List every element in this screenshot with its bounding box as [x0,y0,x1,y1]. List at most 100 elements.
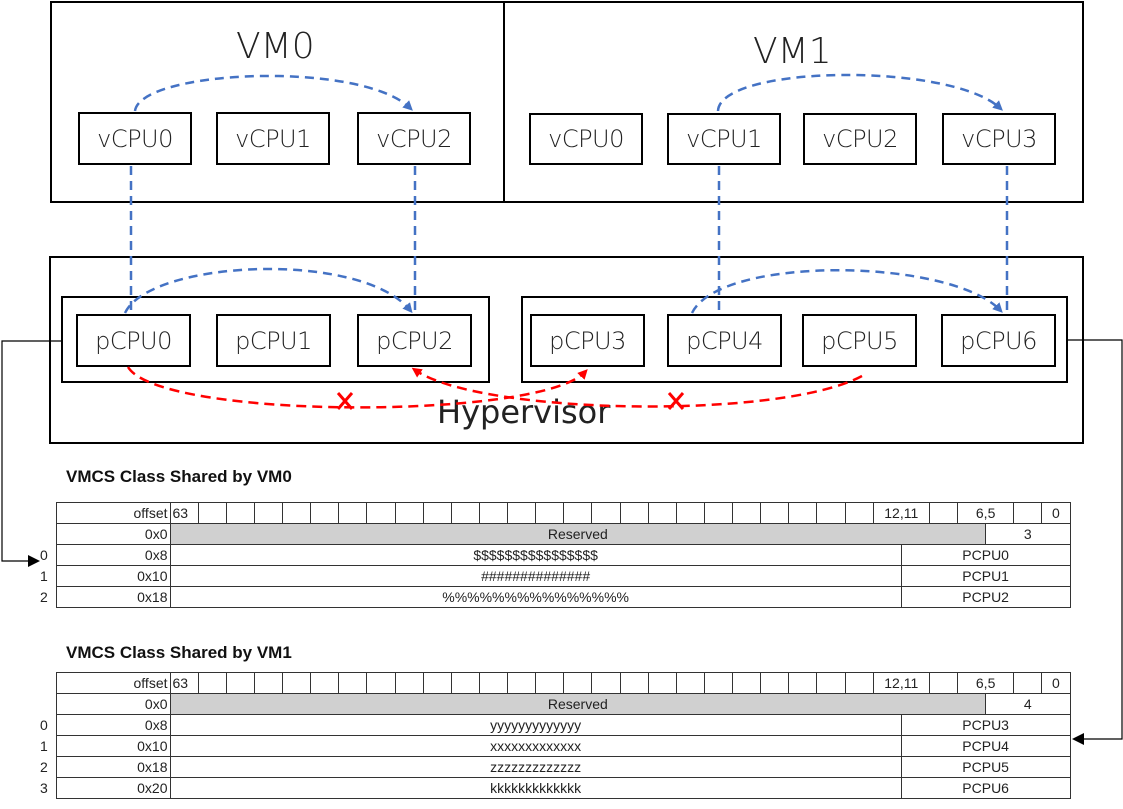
bit-cell [450,672,480,694]
bit-cell [703,672,734,694]
row-offset: 0x20 [55,777,171,799]
bit-cell [338,502,368,524]
row-index: 2 [40,756,57,778]
pcpu6: pCPU6 [941,314,1056,367]
row-pcpu: PCPU5 [900,756,1071,778]
pcpu4: pCPU4 [667,314,782,367]
offset-header: offset [55,672,171,694]
bit-cell [366,672,396,694]
bit-cell [366,502,396,524]
bit-cell [394,502,424,524]
row-index: 1 [40,565,57,587]
bit-12-11-header: 12,11 [872,502,930,524]
bit-cell [731,672,762,694]
bit-cell [338,672,368,694]
reserved-field: Reserved [169,693,987,715]
vm0-vcpu1: vCPU1 [216,112,330,165]
row-pcpu: PCPU4 [900,735,1071,757]
bit-6-5-header: 6,5 [956,672,1015,694]
bit-cell [591,502,621,524]
bit-cell [281,672,312,694]
bit-cell [788,502,818,524]
bit-0-header: 0 [1041,672,1071,694]
row-data: yyyyyyyyyyyyy [169,714,902,736]
bit-cell [1013,502,1043,524]
bit-cell [844,502,874,524]
offset-header: offset [55,502,171,524]
bit-63-header: 63 [169,672,199,694]
bit-cell [450,502,480,524]
row-data: $$$$$$$$$$$$$$$$ [169,544,902,566]
pcpu0: pCPU0 [76,314,191,367]
bit-cell [478,672,509,694]
bit-cell [197,672,227,694]
bit-cell [422,672,452,694]
bit-63-header: 63 [169,502,199,524]
bit-cell [760,672,790,694]
bit-12-11-header: 12,11 [872,672,930,694]
bit-cell [619,672,649,694]
bit-cell [675,502,705,524]
bit-cell [844,672,874,694]
row-offset: 0x10 [55,565,171,587]
vm0-vcpu0: vCPU0 [78,112,192,165]
row-offset: 0x8 [55,714,171,736]
bit-cell [703,502,734,524]
row-pcpu: PCPU0 [900,544,1071,566]
row-offset: 0x18 [55,586,171,608]
bit-cell [506,502,537,524]
row-index: 3 [40,777,57,799]
bit-cell [760,502,790,524]
table1-title: VMCS Class Shared by VM1 [66,643,292,662]
pcpu1: pCPU1 [216,314,331,367]
row-index: 2 [40,586,57,608]
bit-cell [197,502,227,524]
vm1-title: VM1 [753,31,832,72]
bit-cell [394,672,424,694]
bit-cell [928,502,959,524]
row-offset: 0x0 [55,523,171,545]
row-data: %%%%%%%%%%%%%%% [169,586,902,608]
vm1-box [503,1,1084,203]
vm1-vcpu3: vCPU3 [942,113,1056,165]
bit-cell [619,502,649,524]
bit-cell [647,502,677,524]
row-offset: 0x10 [55,735,171,757]
row-index: 0 [40,544,57,566]
bit-cell [675,672,705,694]
pcpu5: pCPU5 [802,314,917,367]
row-data: xxxxxxxxxxxxx [169,735,902,757]
reserved-value: 4 [985,693,1071,715]
hypervisor-title: Hypervisor [437,393,611,431]
bit-cell [816,672,846,694]
bit-cell [1013,672,1043,694]
pcpu3: pCPU3 [530,314,645,367]
pcpu2: pCPU2 [357,314,472,367]
bit-cell [816,502,846,524]
row-pcpu: PCPU2 [900,586,1071,608]
vm1-vcpu2: vCPU2 [803,113,917,165]
row-data: kkkkkkkkkkkkk [169,777,902,799]
bit-cell [310,672,340,694]
bit-cell [422,502,452,524]
bit-cell [253,672,284,694]
bit-cell [478,502,509,524]
reserved-field: Reserved [169,523,987,545]
bit-0-header: 0 [1041,502,1071,524]
row-pcpu: PCPU3 [900,714,1071,736]
bit-cell [563,502,593,524]
bit-cell [535,672,565,694]
bit-cell [928,672,959,694]
vm1-vcpu0: vCPU0 [529,113,643,165]
